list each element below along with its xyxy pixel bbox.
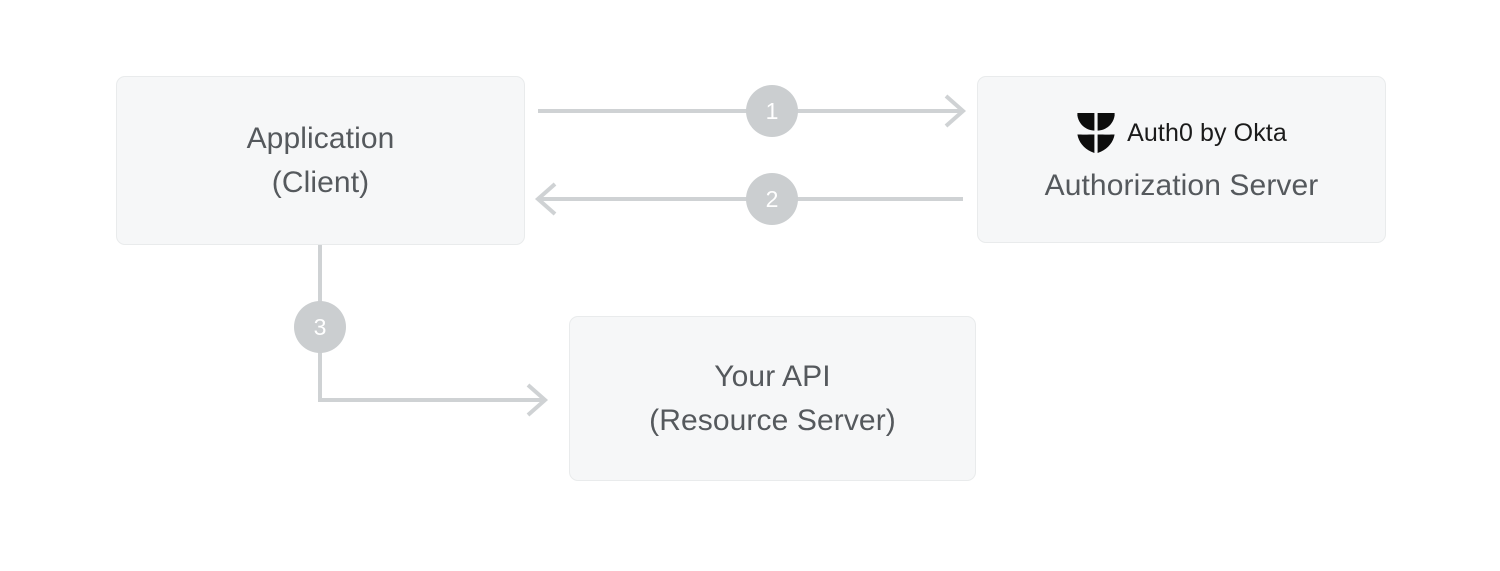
your-api-node-line-1: Your API	[714, 359, 831, 393]
step-marker-3-number: 3	[313, 313, 327, 340]
authorization-server-node-line-1: Authorization Server	[1044, 168, 1319, 202]
connector-3	[318, 245, 549, 417]
application-node[interactable]: Application (Client)	[116, 76, 525, 245]
step-marker-1: 1	[746, 85, 798, 137]
step-marker-2-number: 2	[765, 185, 779, 212]
okta-shield-icon	[1077, 112, 1115, 153]
step-marker-1-number: 1	[765, 97, 779, 124]
authorization-server-node[interactable]: Auth0 by Okta Authorization Server	[977, 76, 1386, 243]
your-api-node-line-2: (Resource Server)	[649, 403, 896, 437]
step-marker-3: 3	[294, 301, 346, 353]
auth0-brand-row: Auth0 by Okta	[1076, 112, 1287, 154]
application-node-line-1: Application	[246, 121, 395, 155]
your-api-node[interactable]: Your API (Resource Server)	[569, 316, 976, 481]
auth0-brand-label: Auth0 by Okta	[1127, 118, 1287, 147]
application-node-line-2: (Client)	[271, 165, 370, 199]
step-marker-2: 2	[746, 173, 798, 225]
